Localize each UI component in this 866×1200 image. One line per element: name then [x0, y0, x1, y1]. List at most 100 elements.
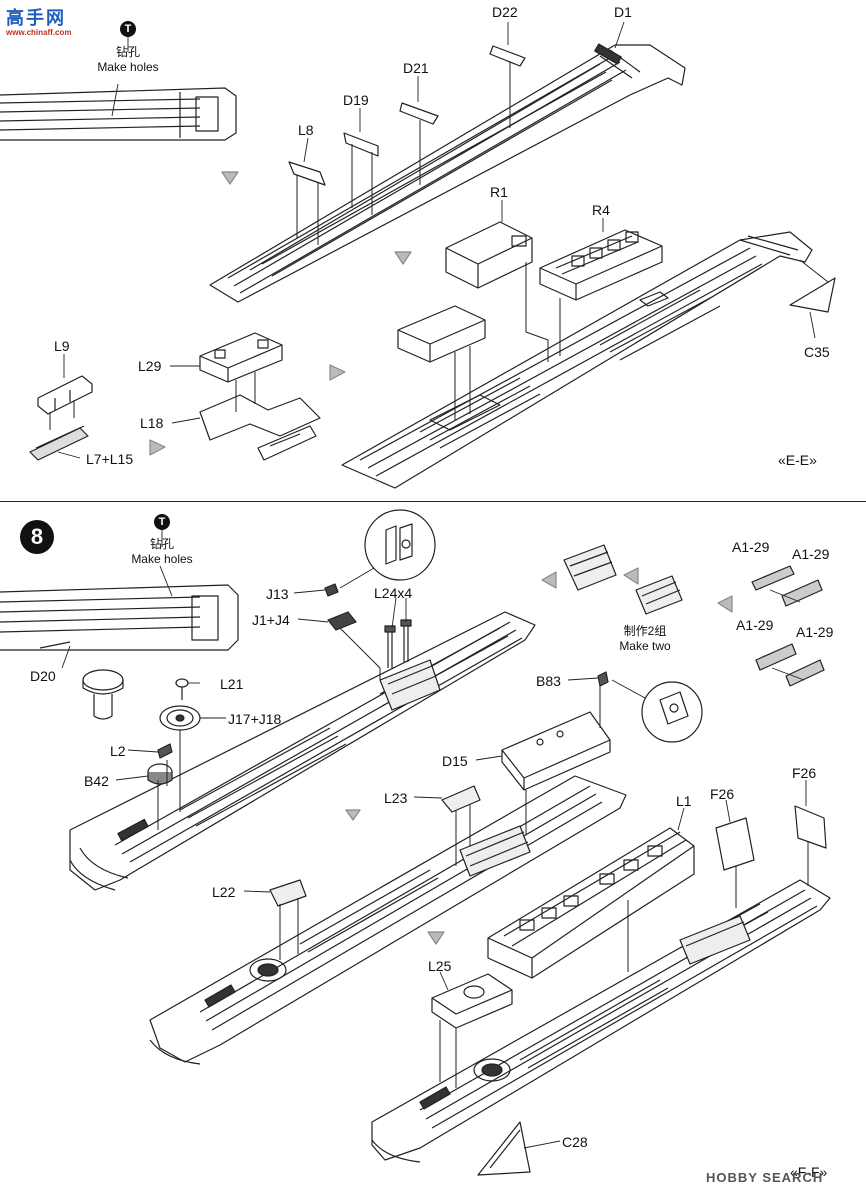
part-label-l8: L8 — [298, 122, 314, 138]
part-label-d21: D21 — [403, 60, 429, 76]
seat-cluster-1 — [379, 659, 441, 711]
part-label-f26-b: F26 — [792, 765, 817, 781]
part-label-l25: L25 — [428, 958, 452, 974]
part-c35 — [789, 277, 836, 313]
part-l2 — [157, 743, 173, 759]
part-l9 — [37, 375, 93, 415]
part-c28 — [477, 1121, 531, 1176]
part-l18 — [199, 394, 321, 461]
make-two-cn: 制作2组 — [623, 624, 667, 638]
part-label-b42: B42 — [84, 773, 109, 789]
seat-cluster-2 — [563, 544, 617, 591]
part-label-l23: L23 — [384, 790, 408, 806]
floor-piece-8-upper — [69, 611, 536, 891]
watermark-url: www.chinaff.com — [6, 28, 72, 37]
part-label-d22: D22 — [492, 4, 518, 20]
part-label-f26-a: F26 — [710, 786, 735, 802]
part-label-l24x4: L24x4 — [374, 585, 413, 601]
part-label-l29: L29 — [138, 358, 162, 374]
part-d19 — [343, 132, 379, 157]
seat-cluster-3 — [635, 575, 683, 615]
part-label-j13: J13 — [266, 586, 289, 602]
drill-label-cn: 钻孔 — [115, 45, 140, 59]
flow-arrow — [623, 567, 639, 585]
floor-piece-8-middle — [149, 775, 627, 1065]
drill-label-en-2: Make holes — [131, 552, 193, 566]
flow-arrow — [427, 931, 445, 945]
part-label-c35: C35 — [804, 344, 830, 360]
detail-callout-b83 — [611, 679, 703, 743]
flow-arrow — [717, 595, 733, 613]
flow-arrow — [345, 809, 361, 821]
part-l8 — [288, 161, 326, 186]
drill-label-en: Make holes — [97, 60, 159, 74]
seat-cluster-5 — [679, 915, 751, 965]
flow-arrow — [221, 171, 239, 185]
part-label-l21: L21 — [220, 676, 244, 692]
watermark-footer: HOBBY SEARCH — [706, 1170, 824, 1185]
drill-tool-icon-2: T — [154, 514, 170, 530]
part-label-d19: D19 — [343, 92, 369, 108]
part-l22 — [269, 879, 307, 907]
part-b42 — [147, 763, 173, 785]
part-label-a1-29-c: A1-29 — [736, 617, 774, 633]
part-l23 — [441, 785, 481, 813]
part-r1 — [445, 221, 533, 289]
part-label-l7-l15: L7+L15 — [86, 451, 134, 467]
part-d22 — [489, 45, 526, 67]
floor-piece-top-left — [0, 87, 237, 141]
view-label-e-e: «E-E» — [778, 452, 817, 468]
watermark-logo: 高手网 www.chinaff.com — [4, 4, 72, 44]
part-l7-l15 — [29, 425, 89, 461]
floor-piece-8-lower — [371, 879, 831, 1163]
part-label-r4: R4 — [592, 202, 610, 218]
floor-piece-upper — [209, 43, 686, 303]
part-label-l18: L18 — [140, 415, 164, 431]
part-l25 — [431, 973, 513, 1029]
part-label-a1-29-a: A1-29 — [732, 539, 770, 555]
part-label-d15: D15 — [442, 753, 468, 769]
flow-arrow — [329, 364, 346, 381]
drill-label-cn-2: 钻孔 — [149, 537, 174, 551]
part-label-l9: L9 — [54, 338, 70, 354]
part-j1-j4 — [327, 611, 357, 631]
part-f26-b — [794, 805, 827, 849]
part-label-j17-j18: J17+J18 — [228, 711, 282, 727]
detail-callout-top — [339, 509, 436, 589]
part-d21 — [399, 102, 439, 125]
part-label-r1: R1 — [490, 184, 508, 200]
part-label-a1-29-d: A1-29 — [796, 624, 834, 640]
part-l24-pins — [384, 619, 412, 668]
make-two-en: Make two — [619, 639, 671, 653]
part-j13 — [324, 583, 339, 597]
part-label-l1: L1 — [676, 793, 692, 809]
section-divider — [0, 501, 866, 502]
leader-lines-1 — [57, 21, 816, 459]
part-d20-pin — [82, 669, 124, 720]
part-l21 — [175, 678, 189, 700]
watermark-text: 高手网 — [6, 8, 66, 28]
part-label-l2: L2 — [110, 743, 126, 759]
part-wheel-j17 — [159, 705, 201, 731]
view-label-f-f: «F-F» — [790, 1164, 828, 1180]
floor-piece-8-left — [0, 584, 239, 651]
part-label-d20: D20 — [30, 668, 56, 684]
wheel-middle — [249, 958, 287, 982]
part-label-a1-29-b: A1-29 — [792, 546, 830, 562]
leader-lines-2 — [61, 530, 807, 1149]
part-label-l22: L22 — [212, 884, 236, 900]
part-a1-29-row1 — [751, 565, 823, 607]
drill-tool-icon: T — [120, 21, 136, 37]
floor-piece-lower — [341, 231, 813, 489]
flow-arrow — [149, 439, 166, 456]
step-number-badge: 8 — [20, 520, 54, 554]
wheel-lower — [473, 1058, 511, 1082]
part-r4 — [539, 229, 663, 301]
part-l1 — [487, 827, 695, 979]
part-label-c28: C28 — [562, 1134, 588, 1150]
part-l29 — [199, 332, 283, 383]
flow-arrow — [394, 251, 412, 265]
part-d15 — [501, 711, 611, 791]
